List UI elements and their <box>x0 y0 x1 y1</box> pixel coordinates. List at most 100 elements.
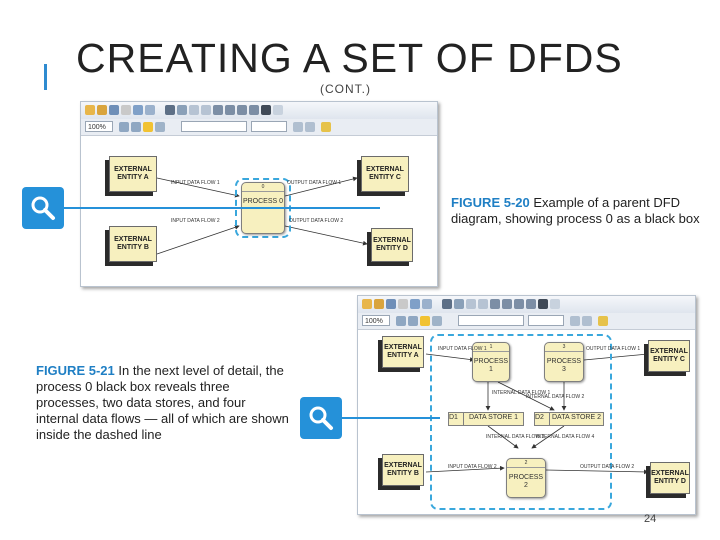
open-icon[interactable] <box>97 105 107 115</box>
cut-icon[interactable] <box>410 299 420 309</box>
flow-in2-line <box>156 225 240 255</box>
format-toolbar: 100% <box>358 313 695 330</box>
cut-icon[interactable] <box>133 105 143 115</box>
magnifier-icon[interactable] <box>300 397 342 439</box>
print-icon[interactable] <box>121 105 131 115</box>
zoom-out-icon[interactable] <box>131 122 141 132</box>
slide-title: CREATING A SET OF DFDS <box>76 35 623 81</box>
entity-tool-icon[interactable] <box>189 105 199 115</box>
flow-in1-line <box>156 177 240 198</box>
format-toolbar: 100% <box>81 119 437 136</box>
external-entity-b: EXTERNAL ENTITY B <box>109 226 157 262</box>
new-icon[interactable] <box>362 299 372 309</box>
font-select[interactable] <box>181 121 247 132</box>
connector-tool-icon[interactable] <box>249 105 259 115</box>
size-select[interactable] <box>528 315 564 326</box>
diagram-canvas: EXTERNAL ENTITY A EXTERNAL ENTITY B EXTE… <box>358 330 695 514</box>
process-1: 1 PROCESS 1 <box>472 342 510 382</box>
zoom-pointer-line <box>340 417 440 419</box>
bold-icon[interactable] <box>570 316 580 326</box>
flow-in1-label: INPUT DATA FLOW 1 <box>171 180 220 186</box>
figure-5-20-screenshot: 100% EXTERNAL ENTITY A EXTERNAL ENTITY B… <box>80 101 438 287</box>
zoom-pointer-line <box>60 207 380 209</box>
figure-5-20-caption: FIGURE 5-20 Example of a parent DFD diag… <box>451 195 701 227</box>
grid-icon[interactable] <box>432 316 442 326</box>
flow-tool-icon[interactable] <box>213 105 223 115</box>
external-entity-c: EXTERNAL ENTITY C <box>361 156 409 192</box>
process-name: PROCESS 0 <box>242 198 284 205</box>
print-icon[interactable] <box>398 299 408 309</box>
text-tool-icon[interactable] <box>261 105 271 115</box>
flow-out1-label: OUTPUT DATA FLOW 1 <box>287 180 342 186</box>
title-accent-bar <box>44 64 47 90</box>
external-entity-a: EXTERNAL ENTITY A <box>382 336 424 368</box>
data-store-2: D2 DATA STORE 2 <box>534 412 604 426</box>
store-id: D1 <box>449 413 464 425</box>
line-tool-icon[interactable] <box>225 105 235 115</box>
magnifier-glyph <box>31 196 55 220</box>
flow-int2-label: INTERNAL DATA FLOW 2 <box>526 394 585 400</box>
zoom-select[interactable]: 100% <box>85 121 113 132</box>
align-icon[interactable] <box>305 122 315 132</box>
store-name: DATA STORE 1 <box>468 414 518 421</box>
open-icon[interactable] <box>374 299 384 309</box>
save-icon[interactable] <box>386 299 396 309</box>
process-0-boundary <box>430 334 612 510</box>
external-entity-a: EXTERNAL ENTITY A <box>109 156 157 192</box>
external-entity-d: EXTERNAL ENTITY D <box>650 462 690 494</box>
align-icon[interactable] <box>582 316 592 326</box>
flow-out2-label: OUTPUT DATA FLOW 2 <box>580 464 635 470</box>
zoom-select[interactable]: 100% <box>362 315 390 326</box>
process-tool-icon[interactable] <box>454 299 464 309</box>
flow-in1-label: INPUT DATA FLOW 1 <box>438 346 487 352</box>
highlight-icon[interactable] <box>143 122 153 132</box>
image-tool-icon[interactable] <box>273 105 283 115</box>
bold-icon[interactable] <box>293 122 303 132</box>
zoom-in-icon[interactable] <box>396 316 406 326</box>
flow-in2-label: INPUT DATA FLOW 2 <box>448 464 497 470</box>
grid-icon[interactable] <box>155 122 165 132</box>
zoom-in-icon[interactable] <box>119 122 129 132</box>
slide-subtitle: (CONT.) <box>320 82 371 96</box>
figure-5-21-text: In the next level of detail, the process… <box>36 363 289 442</box>
flow-tool-icon[interactable] <box>490 299 500 309</box>
help-icon[interactable] <box>598 316 608 326</box>
flow-out1-label: OUTPUT DATA FLOW 1 <box>586 346 641 352</box>
entity-tool-icon[interactable] <box>466 299 476 309</box>
image-tool-icon[interactable] <box>550 299 560 309</box>
zoom-out-icon[interactable] <box>408 316 418 326</box>
flow-arrows <box>425 351 649 475</box>
toolbar <box>81 102 437 120</box>
size-select[interactable] <box>251 121 287 132</box>
process-id: 1 <box>473 343 509 352</box>
process-2: 2 PROCESS 2 <box>506 458 546 498</box>
flow-int4-label: INTERNAL DATA FLOW 4 <box>536 434 595 440</box>
connector-tool-icon[interactable] <box>526 299 536 309</box>
copy-icon[interactable] <box>422 299 432 309</box>
save-icon[interactable] <box>109 105 119 115</box>
new-icon[interactable] <box>85 105 95 115</box>
process-tool-icon[interactable] <box>177 105 187 115</box>
font-select[interactable] <box>458 315 524 326</box>
page-number: 24 <box>644 513 657 525</box>
text-tool-icon[interactable] <box>538 299 548 309</box>
magnifier-glyph <box>309 406 333 430</box>
highlight-icon[interactable] <box>420 316 430 326</box>
flow-out2-label: OUTPUT DATA FLOW 2 <box>289 218 344 224</box>
line-tool-icon[interactable] <box>502 299 512 309</box>
store-name: DATA STORE 2 <box>551 414 601 421</box>
external-entity-c: EXTERNAL ENTITY C <box>648 340 690 372</box>
process-id: 3 <box>545 343 583 352</box>
store-id: D2 <box>535 413 550 425</box>
process-name: PROCESS 2 <box>508 474 544 489</box>
external-entity-b: EXTERNAL ENTITY B <box>382 454 424 486</box>
magnifier-icon[interactable] <box>22 187 64 229</box>
store-tool-icon[interactable] <box>478 299 488 309</box>
store-tool-icon[interactable] <box>201 105 211 115</box>
pointer-icon[interactable] <box>442 299 452 309</box>
copy-icon[interactable] <box>145 105 155 115</box>
help-icon[interactable] <box>321 122 331 132</box>
arrow-tool-icon[interactable] <box>514 299 524 309</box>
arrow-tool-icon[interactable] <box>237 105 247 115</box>
pointer-icon[interactable] <box>165 105 175 115</box>
